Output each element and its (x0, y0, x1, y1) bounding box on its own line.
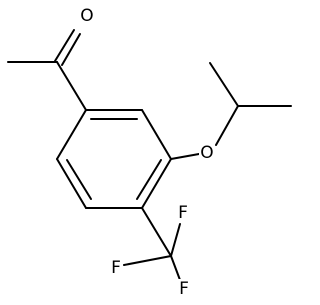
fluorine-bottom-atom: F (177, 279, 191, 299)
carbonyl-oxygen-label: O (80, 6, 93, 26)
bond-carbonyl-double-2 (61, 33, 81, 66)
ring-bond-c5-c6-inner (66, 159, 92, 200)
fluorine-bottom-label: F (179, 279, 189, 299)
ring-bond-c3-c4-inner (136, 159, 162, 200)
fluorine-left-atom: F (109, 258, 123, 278)
ring-bond-c5-c6 (56, 158, 87, 209)
ring-bond-c3-c4 (141, 158, 172, 209)
bond-ring-cf3 (141, 207, 172, 257)
bond-ether-oxygen-ch (215, 105, 239, 146)
fluorine-top-atom: F (176, 203, 190, 223)
fluorine-left-label: F (111, 258, 121, 278)
ring-bond-c6-c1 (56, 109, 87, 160)
bond-carbonyl-ring (56, 61, 87, 111)
ether-oxygen-label: O (200, 143, 213, 163)
bond-cf3-f-top (170, 223, 181, 257)
chemical-structure: O O F F F (7, 6, 292, 299)
fluorine-top-label: F (178, 203, 188, 223)
ring-bond-c2-c3 (141, 109, 172, 160)
carbonyl-oxygen-atom: O (79, 6, 95, 26)
bond-carbonyl-double-1 (54, 29, 75, 62)
bond-cf3-f-bottom (170, 255, 181, 281)
ether-oxygen-atom: O (199, 143, 215, 163)
bond-cf3-f-left (123, 255, 172, 266)
bond-ring-ether-oxygen (170, 153, 200, 160)
bond-ch-methyl-left (209, 62, 239, 107)
